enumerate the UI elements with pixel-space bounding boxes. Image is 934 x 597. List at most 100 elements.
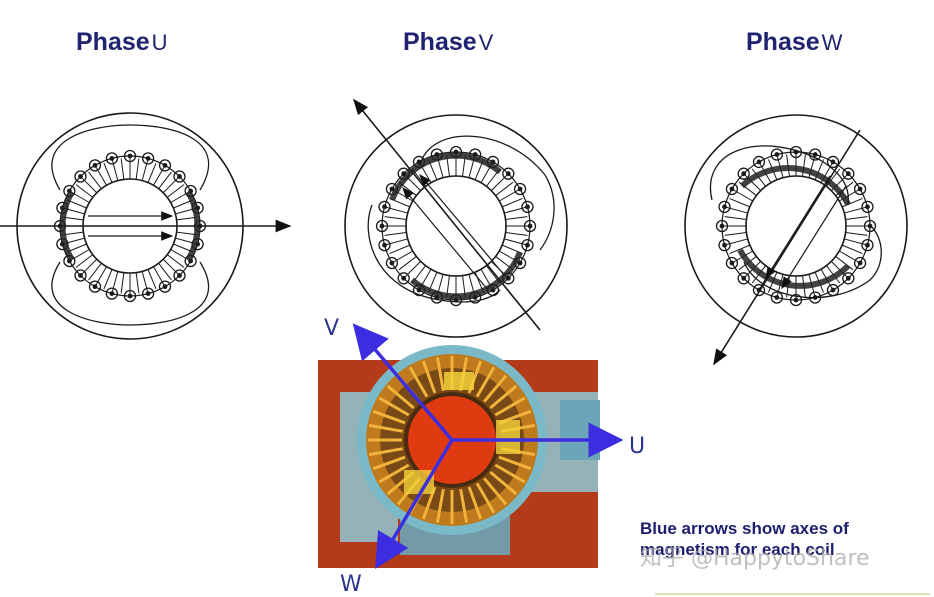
stator-slot: [495, 181, 514, 196]
conductor-symbol: [502, 167, 515, 180]
conductor-symbol: [861, 239, 874, 252]
conductor-dot: [845, 171, 851, 177]
conductor-dot: [741, 171, 747, 177]
stator-slot: [842, 197, 863, 208]
conductor-dot: [145, 291, 151, 297]
conductor-dot: [719, 223, 725, 229]
conductor-symbol: [123, 149, 137, 163]
conductor-dot: [109, 291, 115, 297]
conductor-dot: [741, 275, 747, 281]
conductor-dot: [162, 284, 168, 290]
stator-slot: [103, 162, 113, 183]
conductor-symbol: [74, 269, 87, 282]
conductor-dot: [78, 174, 83, 179]
conductor-dot: [389, 260, 395, 266]
stator-slot: [384, 216, 407, 220]
phase-word: Phase: [746, 28, 820, 56]
conductor-symbol: [715, 219, 729, 233]
stator-slot: [729, 197, 750, 208]
conductor-symbol: [789, 293, 803, 307]
axis-w-arrow: [375, 439, 454, 570]
conductor-symbol: [842, 167, 855, 180]
conductor-symbol: [770, 291, 783, 304]
stator-slot: [505, 216, 528, 220]
conductor-dot: [830, 159, 836, 165]
conductor-symbol: [853, 256, 867, 270]
coil-winding: [369, 423, 404, 433]
conductor-symbol: [74, 170, 87, 183]
stator-slot: [166, 184, 185, 198]
conductor-symbol: [752, 283, 766, 297]
conductor-dot: [382, 242, 387, 248]
conductor-dot: [857, 260, 863, 266]
stator-slot: [88, 171, 102, 190]
stator-slot: [75, 254, 94, 268]
conductor-dot: [722, 242, 727, 248]
phase-letter: W: [821, 30, 843, 55]
conductor-dot: [389, 186, 395, 192]
conductor-symbol: [752, 155, 766, 169]
conductor-dot: [401, 275, 407, 281]
conductor-symbol: [523, 219, 537, 233]
conductor-dot: [830, 287, 836, 293]
phase-u-title: PhaseU: [76, 28, 168, 57]
stator-slot: [158, 262, 172, 281]
conductor-dot: [382, 204, 387, 210]
stator-slot: [120, 272, 125, 294]
conductor-symbol: [141, 287, 155, 300]
conductor-symbol: [826, 155, 840, 169]
stator-slot: [398, 256, 417, 271]
coil-winding: [494, 396, 526, 417]
stator-slot: [88, 262, 102, 281]
coil-winding: [386, 384, 415, 410]
stator-slot: [729, 244, 750, 255]
stator-slot: [505, 232, 528, 236]
conductor-symbol: [725, 182, 739, 196]
conductor-dot: [177, 174, 182, 179]
conductor-symbol: [88, 280, 102, 293]
conductor-dot: [379, 223, 385, 229]
stator-slot: [502, 197, 523, 208]
coil-winding: [369, 447, 404, 457]
conductor-dot: [525, 204, 530, 210]
stator-slot: [103, 269, 113, 290]
conductor-symbol: [173, 269, 186, 282]
conductor-symbol: [770, 148, 783, 161]
coil-winding: [435, 488, 445, 523]
axis-w-label: W: [340, 572, 362, 597]
stator-slot: [835, 256, 854, 271]
conductor-dot: [774, 152, 780, 157]
coil-winding: [378, 396, 410, 417]
stator-slot: [135, 158, 140, 180]
conductor-dot: [729, 260, 735, 266]
conductor-symbol: [397, 272, 410, 285]
coil-winding: [459, 488, 469, 523]
coil-winding: [494, 463, 526, 484]
conductor-symbol: [123, 289, 137, 303]
conductor-symbol: [385, 256, 399, 270]
conductor-dot: [145, 155, 151, 161]
stator-slot: [845, 232, 868, 236]
stator-slot: [842, 244, 863, 255]
conductor-symbol: [718, 239, 731, 252]
coil-winding: [489, 384, 518, 410]
phase-w-slots: [715, 145, 877, 307]
stator-slot: [724, 216, 747, 220]
conductor-dot: [774, 295, 780, 300]
phase-u-diagram: [0, 112, 292, 340]
conductor-dot: [793, 297, 799, 303]
stator-slot: [845, 216, 868, 220]
coil-winding: [421, 360, 437, 394]
coil-winding: [498, 455, 532, 471]
conductor-symbol: [737, 167, 750, 180]
stator-slot: [135, 272, 140, 294]
conductor-symbol: [718, 200, 731, 213]
conductor-symbol: [378, 239, 391, 252]
conductor-dot: [92, 284, 98, 290]
conductor-dot: [812, 152, 818, 157]
conductor-dot: [505, 275, 511, 281]
conductor-symbol: [842, 272, 855, 285]
motor-stator-photo: [318, 345, 600, 568]
magnetic-axes: [352, 323, 624, 570]
